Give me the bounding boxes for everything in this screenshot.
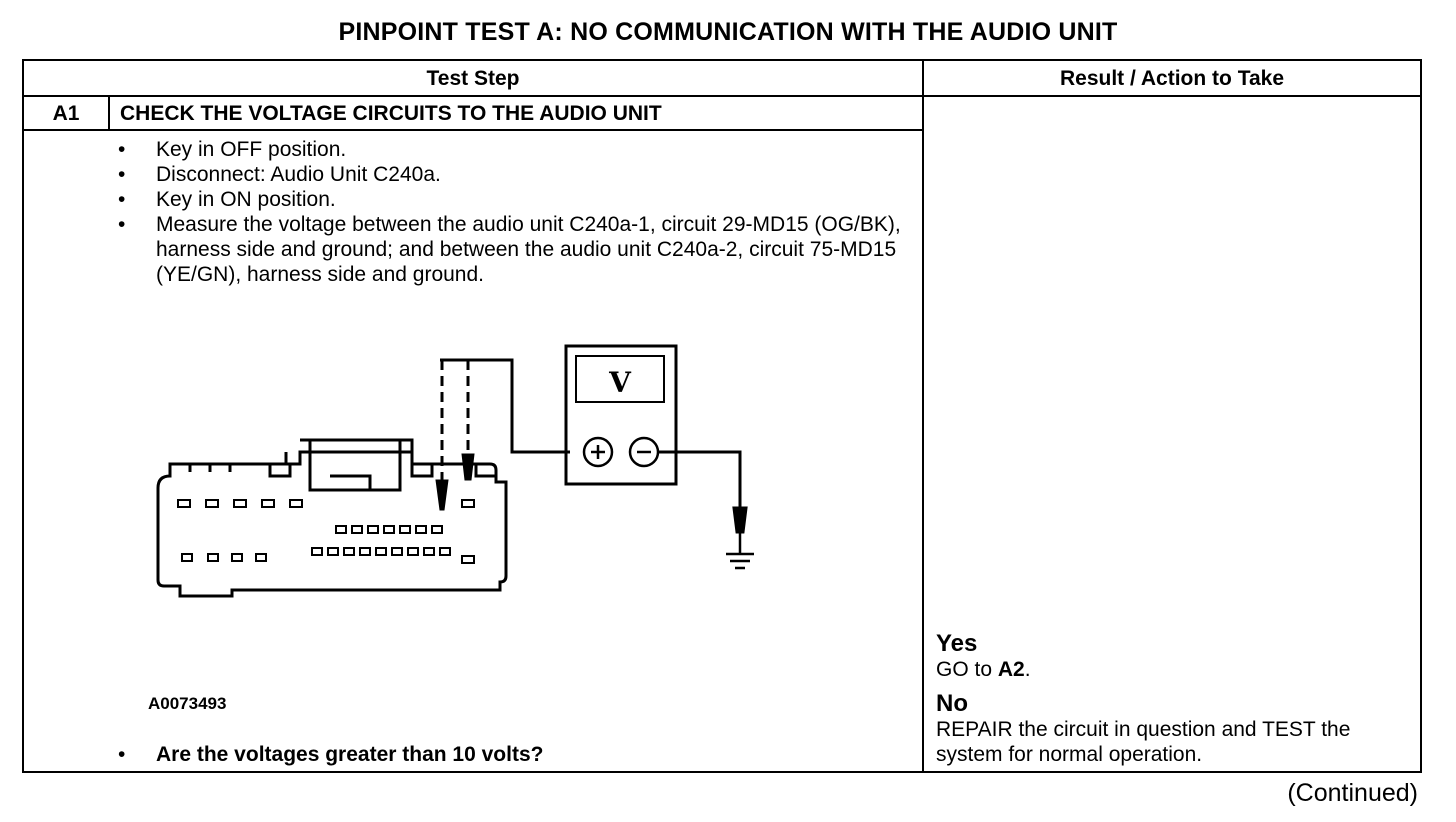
- column-divider: [922, 61, 924, 771]
- instruction-item: Disconnect: Audio Unit C240a.: [112, 162, 912, 187]
- step-question: Are the voltages greater than 10 volts?: [112, 743, 543, 767]
- connector-voltage-diagram: V: [156, 344, 754, 598]
- continued-label: (Continued): [1287, 779, 1418, 807]
- pinpoint-test-table: Test Step Result / Action to Take A1 CHE…: [22, 59, 1422, 773]
- audio-unit-connector: [156, 438, 508, 598]
- voltmeter: [564, 344, 678, 486]
- no-heading: No: [936, 690, 968, 717]
- figure-id: A0073493: [148, 694, 227, 713]
- page-title: PINPOINT TEST A: NO COMMUNICATION WITH T…: [338, 18, 1118, 46]
- result-yes: Yes GO to A2.: [936, 631, 1416, 682]
- step-title: CHECK THE VOLTAGE CIRCUITS TO THE AUDIO …: [120, 102, 662, 125]
- step-instructions: Key in OFF position. Disconnect: Audio U…: [112, 137, 912, 287]
- step-link-a2: A2: [997, 658, 1025, 681]
- header-test-step: Test Step: [426, 67, 520, 90]
- step-title-divider: [24, 129, 922, 131]
- step-id-divider: [108, 97, 110, 131]
- connector-pins: [177, 499, 475, 564]
- test-probes: [435, 358, 570, 511]
- yes-action: GO to A2.: [936, 658, 1031, 681]
- header-divider: [24, 95, 1420, 97]
- instruction-item: Measure the voltage between the audio un…: [112, 212, 912, 287]
- no-action: REPAIR the circuit in question and TEST …: [936, 718, 1351, 766]
- result-no: No REPAIR the circuit in question and TE…: [936, 691, 1416, 767]
- instruction-item: Key in ON position.: [112, 187, 912, 212]
- step-id: A1: [52, 102, 80, 125]
- yes-heading: Yes: [936, 630, 978, 657]
- ground-lead: [658, 450, 754, 570]
- instruction-item: Key in OFF position.: [112, 137, 912, 162]
- header-result: Result / Action to Take: [1059, 67, 1285, 90]
- volt-symbol: V: [608, 366, 632, 399]
